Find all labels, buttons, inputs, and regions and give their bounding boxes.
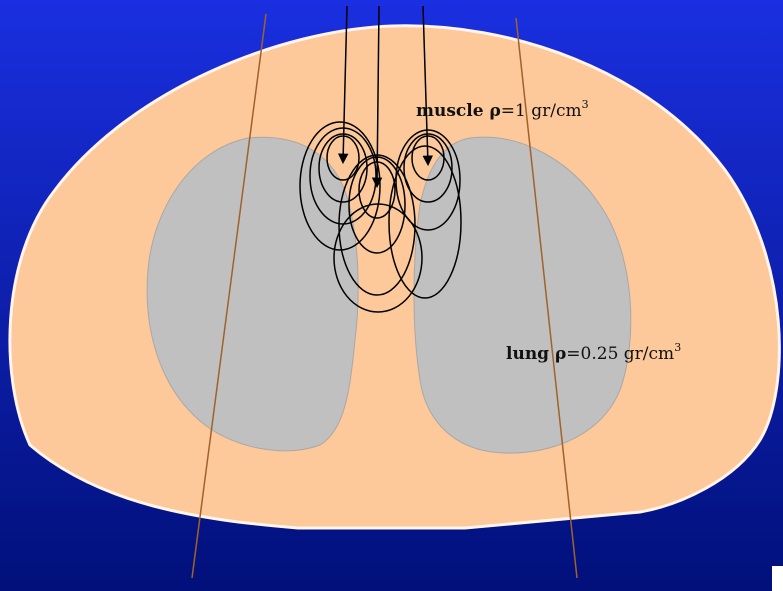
muscle-label-value: =1 gr/cm xyxy=(501,101,582,121)
muscle-density-label: muscle ρ=1 gr/cm3 xyxy=(416,98,589,121)
muscle-label-rho: ρ xyxy=(489,101,500,121)
lung-label-exponent: 3 xyxy=(674,341,681,354)
lung-label-value: =0.25 gr/cm xyxy=(566,344,674,364)
muscle-label-prefix: muscle xyxy=(416,101,489,121)
lung-label-prefix: lung xyxy=(506,344,555,364)
lung-density-label: lung ρ=0.25 gr/cm3 xyxy=(506,341,681,364)
corner-mark xyxy=(772,566,783,591)
lung-label-rho: ρ xyxy=(555,344,566,364)
muscle-label-exponent: 3 xyxy=(582,98,589,111)
